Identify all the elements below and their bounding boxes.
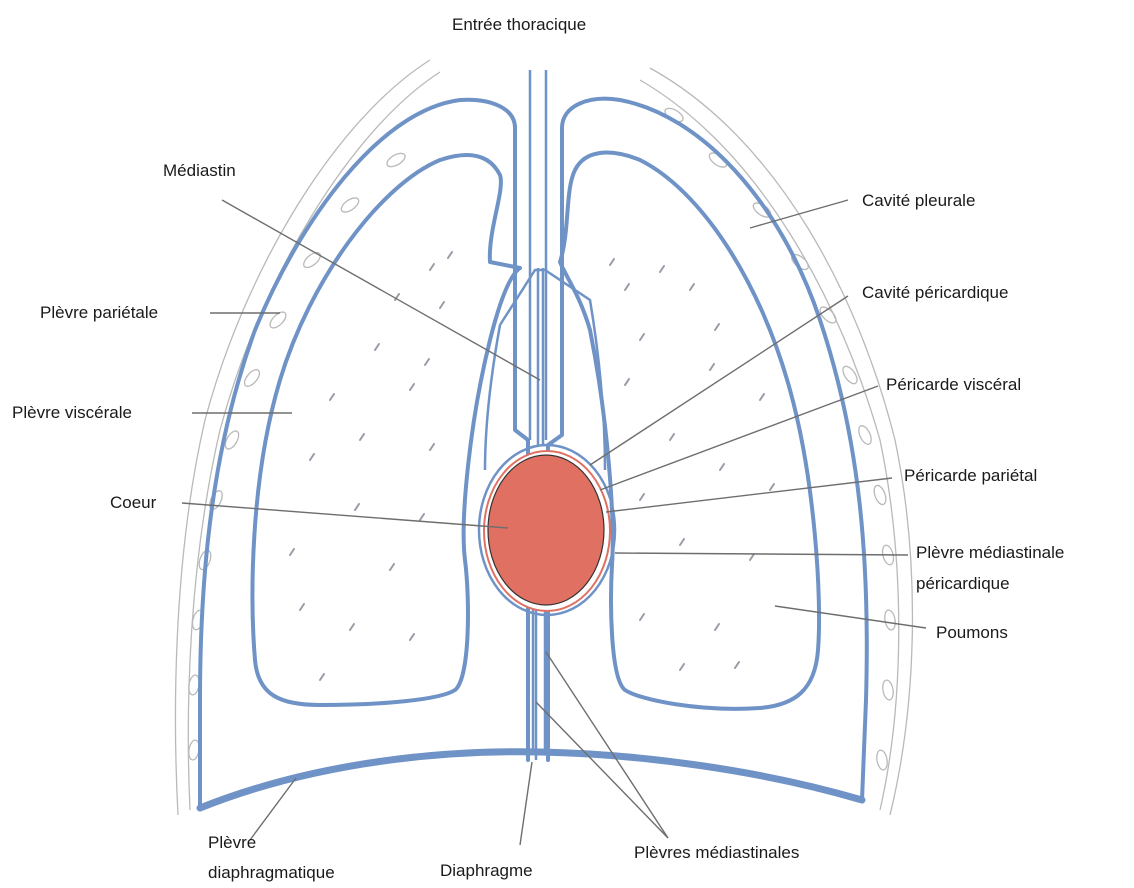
parietal-pleura-left [200,100,528,808]
right-lung [560,153,819,709]
label-mediastin: Médiastin [163,160,236,182]
label-plevre-mediastinale-pericardique-line1: Plèvre médiastinale [916,542,1064,564]
label-pericarde-parietal: Péricarde pariétal [904,465,1037,487]
label-poumons: Poumons [936,622,1008,644]
label-plevres-mediastinales: Plèvres médiastinales [634,842,799,864]
label-pericarde-visceral: Péricarde viscéral [886,374,1021,396]
label-plevre-diaphragmatique-line2: diaphragmatique [208,862,335,884]
label-coeur: Coeur [110,492,156,514]
label-cavite-pericardique: Cavité péricardique [862,282,1008,304]
heart-group [479,445,615,615]
label-plevre-viscerale: Plèvre viscérale [12,402,132,424]
label-diaphragme: Diaphragme [440,860,533,882]
title-entree-thoracique: Entrée thoracique [452,14,586,36]
label-plevre-parietale: Plèvre pariétale [40,302,158,324]
heart [488,455,604,605]
left-lung [253,155,520,705]
diaphragm-line [200,752,862,808]
label-plevre-mediastinale-pericardique-line2: péricardique [916,573,1010,595]
label-plevre-diaphragmatique-line1: Plèvre [208,832,256,854]
label-cavite-pleurale: Cavité pleurale [862,190,975,212]
